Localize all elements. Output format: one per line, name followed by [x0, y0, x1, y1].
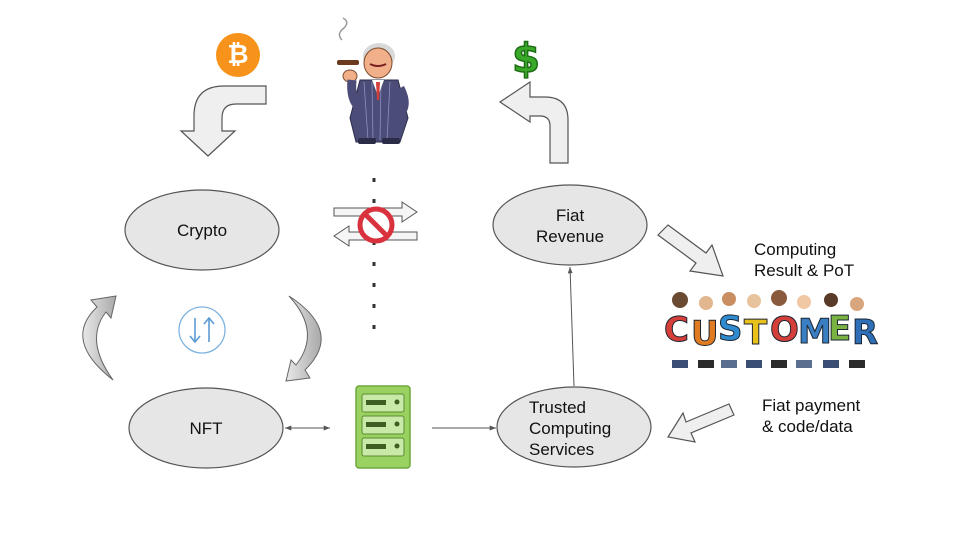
curl-arrow-left [82, 295, 117, 381]
fiat-payment-line-2: & code/data [762, 417, 853, 436]
bent-arrow-into-crypto [179, 85, 267, 157]
fiat-revenue-line-1: Fiat [555, 206, 585, 225]
fiat-payment-label: Fiat payment & code/data [762, 395, 860, 437]
trusted-computing-line-1: Trusted [529, 398, 587, 417]
curl-arrow-right [285, 295, 322, 382]
block-arrow-from-customer [667, 403, 735, 443]
crypto-label: Crypto [176, 221, 228, 240]
trusted-computing-line-2: Computing [529, 419, 612, 438]
customer-letter: M [798, 312, 833, 353]
fiat-payment-line-1: Fiat payment [762, 396, 861, 415]
dollar-icon: $ [508, 36, 544, 82]
nft-label: NFT [189, 419, 223, 438]
businessman-figure [337, 17, 409, 144]
nft-node [128, 387, 284, 469]
customer-letter: U [691, 314, 720, 355]
trusted-computing-line-3: Services [529, 440, 595, 459]
block-arrow-to-customer [657, 224, 724, 277]
swap-arrows-icon [178, 306, 226, 354]
fiat-revenue-node [492, 184, 648, 266]
customer-letter: C [664, 310, 690, 351]
trusted-to-fiat-arrow [567, 266, 575, 387]
trusted-computing-node [496, 386, 652, 468]
dollar-glyph: $ [511, 36, 540, 82]
server-icon [355, 385, 411, 469]
bitcoin-icon: ₿ [216, 33, 260, 77]
computing-result-label: Computing Result & PoT [754, 239, 854, 281]
customer-letter: S [718, 309, 743, 350]
customer-letter: T [743, 313, 768, 354]
computing-result-line-2: Result & PoT [754, 261, 855, 280]
fiat-revenue-label: Fiat Revenue [494, 205, 646, 247]
customer-letter: E [827, 309, 852, 350]
crypto-node [124, 189, 280, 271]
no-sign-icon [357, 206, 395, 244]
trusted-computing-label: Trusted Computing Services [529, 397, 611, 460]
customer-letter: R [851, 313, 879, 354]
bent-arrow-to-dollar [498, 80, 569, 164]
customer-group [672, 290, 865, 368]
bitcoin-glyph: ₿ [227, 40, 249, 70]
customer-banner: C U S T O M E R [664, 306, 884, 362]
computing-result-line-1: Computing [754, 240, 837, 259]
fiat-revenue-line-2: Revenue [535, 227, 605, 246]
customer-letter: O [770, 310, 800, 351]
